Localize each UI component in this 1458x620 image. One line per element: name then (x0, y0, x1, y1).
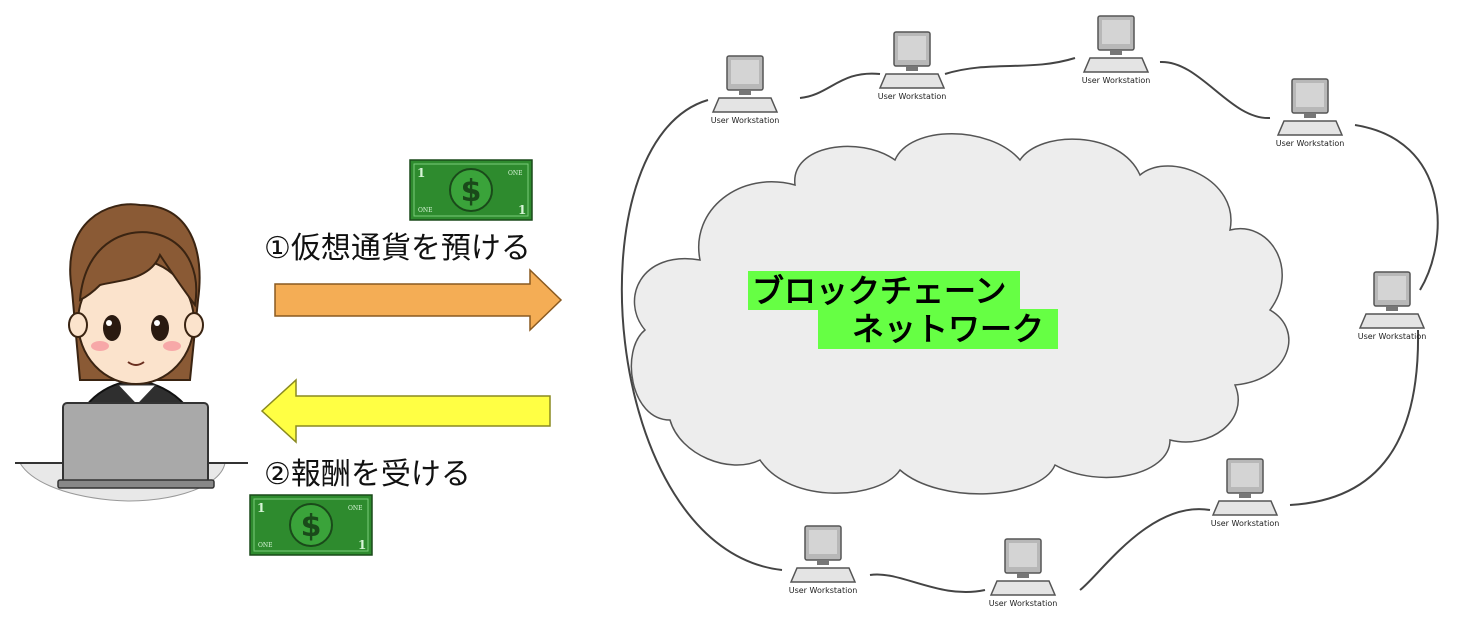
mouth (127, 361, 145, 366)
banknote-corner-number: 1 (417, 166, 425, 180)
link-ws4-ws5 (1354, 124, 1439, 291)
cloud-label-line2: ネットワーク (852, 310, 1044, 348)
hair-bangs (78, 231, 198, 308)
link-ws6-ws7 (1079, 508, 1211, 591)
workstation-screen (809, 530, 837, 554)
workstation-screen (1102, 20, 1130, 44)
ear-right (184, 312, 204, 338)
banknote-reward: $ 1 1 ONE ONE (249, 494, 373, 556)
link-ws3-ws4 (1159, 60, 1271, 120)
workstation-base (1082, 57, 1150, 73)
banknote-dollar-sign: $ (461, 174, 482, 209)
workstation-base (789, 567, 857, 583)
banknote-seal (289, 503, 333, 547)
workstation-screen (1231, 463, 1259, 487)
workstation-stand (1110, 50, 1122, 55)
workstation-label: User Workstation (989, 599, 1058, 608)
cheek-left (91, 341, 109, 351)
deposit-label: ①仮想通貨を預ける (264, 231, 531, 266)
workstation: User Workstation (789, 525, 858, 595)
workstation: User Workstation (1358, 271, 1427, 341)
workstation-label: User Workstation (1358, 332, 1427, 341)
workstation-base (1358, 313, 1426, 329)
banknote-corner-number: 1 (257, 501, 265, 515)
workstation-base (711, 97, 779, 113)
banknote-corner-number-2: 1 (518, 203, 526, 217)
workstation: User Workstation (878, 31, 947, 101)
banknote-dollar-sign: $ (301, 509, 322, 544)
banknote-corner-text: ONE (508, 170, 523, 177)
cheek-right (163, 341, 181, 351)
workstation-label: User Workstation (789, 586, 858, 595)
link-ws8-ws1 (620, 99, 783, 571)
workstation-label: User Workstation (711, 116, 780, 125)
workstation: User Workstation (1211, 458, 1280, 528)
workstation-label: User Workstation (1276, 139, 1345, 148)
eye-left (103, 315, 121, 341)
cloud-label-bg-2 (818, 309, 1058, 349)
banknote-corner-number-2: 1 (358, 538, 366, 552)
eye-left-highlight (106, 320, 112, 326)
workstation: User Workstation (1276, 78, 1345, 148)
workstation-stand (1386, 306, 1398, 311)
banknote-corner-text-2: ONE (258, 542, 273, 549)
laptop-lid (62, 402, 209, 484)
banknote-seal (449, 168, 493, 212)
workstation-stand (1239, 493, 1251, 498)
workstation: User Workstation (989, 538, 1058, 608)
workstation-label: User Workstation (878, 92, 947, 101)
workstation-base (1276, 120, 1344, 136)
workstation-screen (1296, 83, 1324, 107)
workstation: User Workstation (711, 55, 780, 125)
link-ws2-ws3 (944, 57, 1076, 75)
eye-right (151, 315, 169, 341)
workstation-screen (1009, 543, 1037, 567)
workstation-stand (1017, 573, 1029, 578)
cloud-label-line1: ブロックチェーン (752, 272, 1006, 310)
workstation-stand (1304, 113, 1316, 118)
banknote-corner-text: ONE (348, 505, 363, 512)
network-cloud: ブロックチェーン ネットワーク (630, 133, 1290, 495)
workstation-screen (1378, 276, 1406, 300)
workstation: User Workstation (1082, 15, 1151, 85)
banknote-corner-text-2: ONE (418, 207, 433, 214)
network-ring (620, 57, 1439, 594)
workstation-label: User Workstation (1211, 519, 1280, 528)
workstation-base (989, 580, 1057, 596)
banknote-inner-border (253, 498, 369, 552)
collar (116, 384, 158, 406)
link-ws1-ws2 (799, 72, 881, 99)
reward-arrow (260, 378, 551, 444)
eye-right-highlight (154, 320, 160, 326)
banknote-inner-border (413, 163, 529, 217)
workstation-stand (817, 560, 829, 565)
reward-label: ②報酬を受ける (264, 457, 471, 492)
deposit-arrow (274, 268, 563, 332)
link-ws5-ws6 (1289, 329, 1420, 506)
workstation-stand (739, 90, 751, 95)
user-illustration (15, 203, 248, 502)
workstation-label: User Workstation (1082, 76, 1151, 85)
workstation-stand (906, 66, 918, 71)
cloud-label-bg-1 (748, 271, 1020, 310)
workstation-screen (898, 36, 926, 60)
banknote-deposit: $ 1 1 ONE ONE (409, 159, 533, 221)
workstation-screen (731, 60, 759, 84)
link-ws7-ws8 (869, 573, 986, 594)
ear-left (68, 312, 88, 338)
workstation-base (878, 73, 946, 89)
laptop-base (57, 479, 215, 489)
workstation-base (1211, 500, 1279, 516)
